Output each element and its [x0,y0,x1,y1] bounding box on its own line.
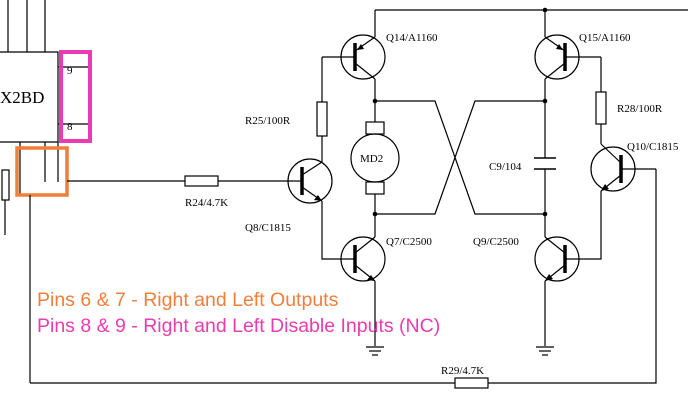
transistor-q15 [534,34,601,80]
q7-label: Q7/C2500 [386,236,432,248]
transistor-q7 [340,236,386,282]
q14-label: Q14/A1160 [386,32,438,44]
motor-label: MD2 [360,153,383,165]
outputs-highlight [15,146,69,197]
pin-8-label: 8 [67,121,73,133]
pin-9-label: 9 [67,65,73,77]
disable-inputs-annotation: Pins 8 & 9 - Right and Left Disable Inpu… [37,315,441,337]
r25-label: R25/100R [245,115,291,127]
chip-x2bd: X2BD 9 8 [0,0,90,194]
transistor-q14 [322,34,386,80]
resistor-r28 [595,91,607,125]
chip-name: X2BD [0,88,44,107]
q8-label: Q8/C1815 [245,222,291,234]
r28-label: R28/100R [617,103,663,115]
r29-label: R29/4.7K [441,365,484,377]
resistor-r24 [184,175,219,187]
outputs-annotation: Pins 6 & 7 - Right and Left Outputs [37,289,339,311]
disable-inputs-highlight [59,50,92,143]
resistor-r25 [316,101,328,137]
r24-label: R24/4.7K [185,197,228,209]
transistor-q8 [287,158,333,204]
capacitor-c9 [534,157,556,170]
motor-md2: MD2 [350,121,400,195]
q9-label: Q9/C2500 [473,236,519,248]
q10-label: Q10/C1815 [627,141,679,153]
ground-symbol-right [536,346,554,356]
q15-label: Q15/A1160 [579,32,631,44]
transistor-q10 [590,143,656,192]
resistor-r29 [454,377,489,389]
c9-label: C9/104 [489,161,522,173]
transistor-q9 [534,236,580,282]
resistor-left-edge [1,169,10,201]
ground-symbol-left [366,346,384,356]
